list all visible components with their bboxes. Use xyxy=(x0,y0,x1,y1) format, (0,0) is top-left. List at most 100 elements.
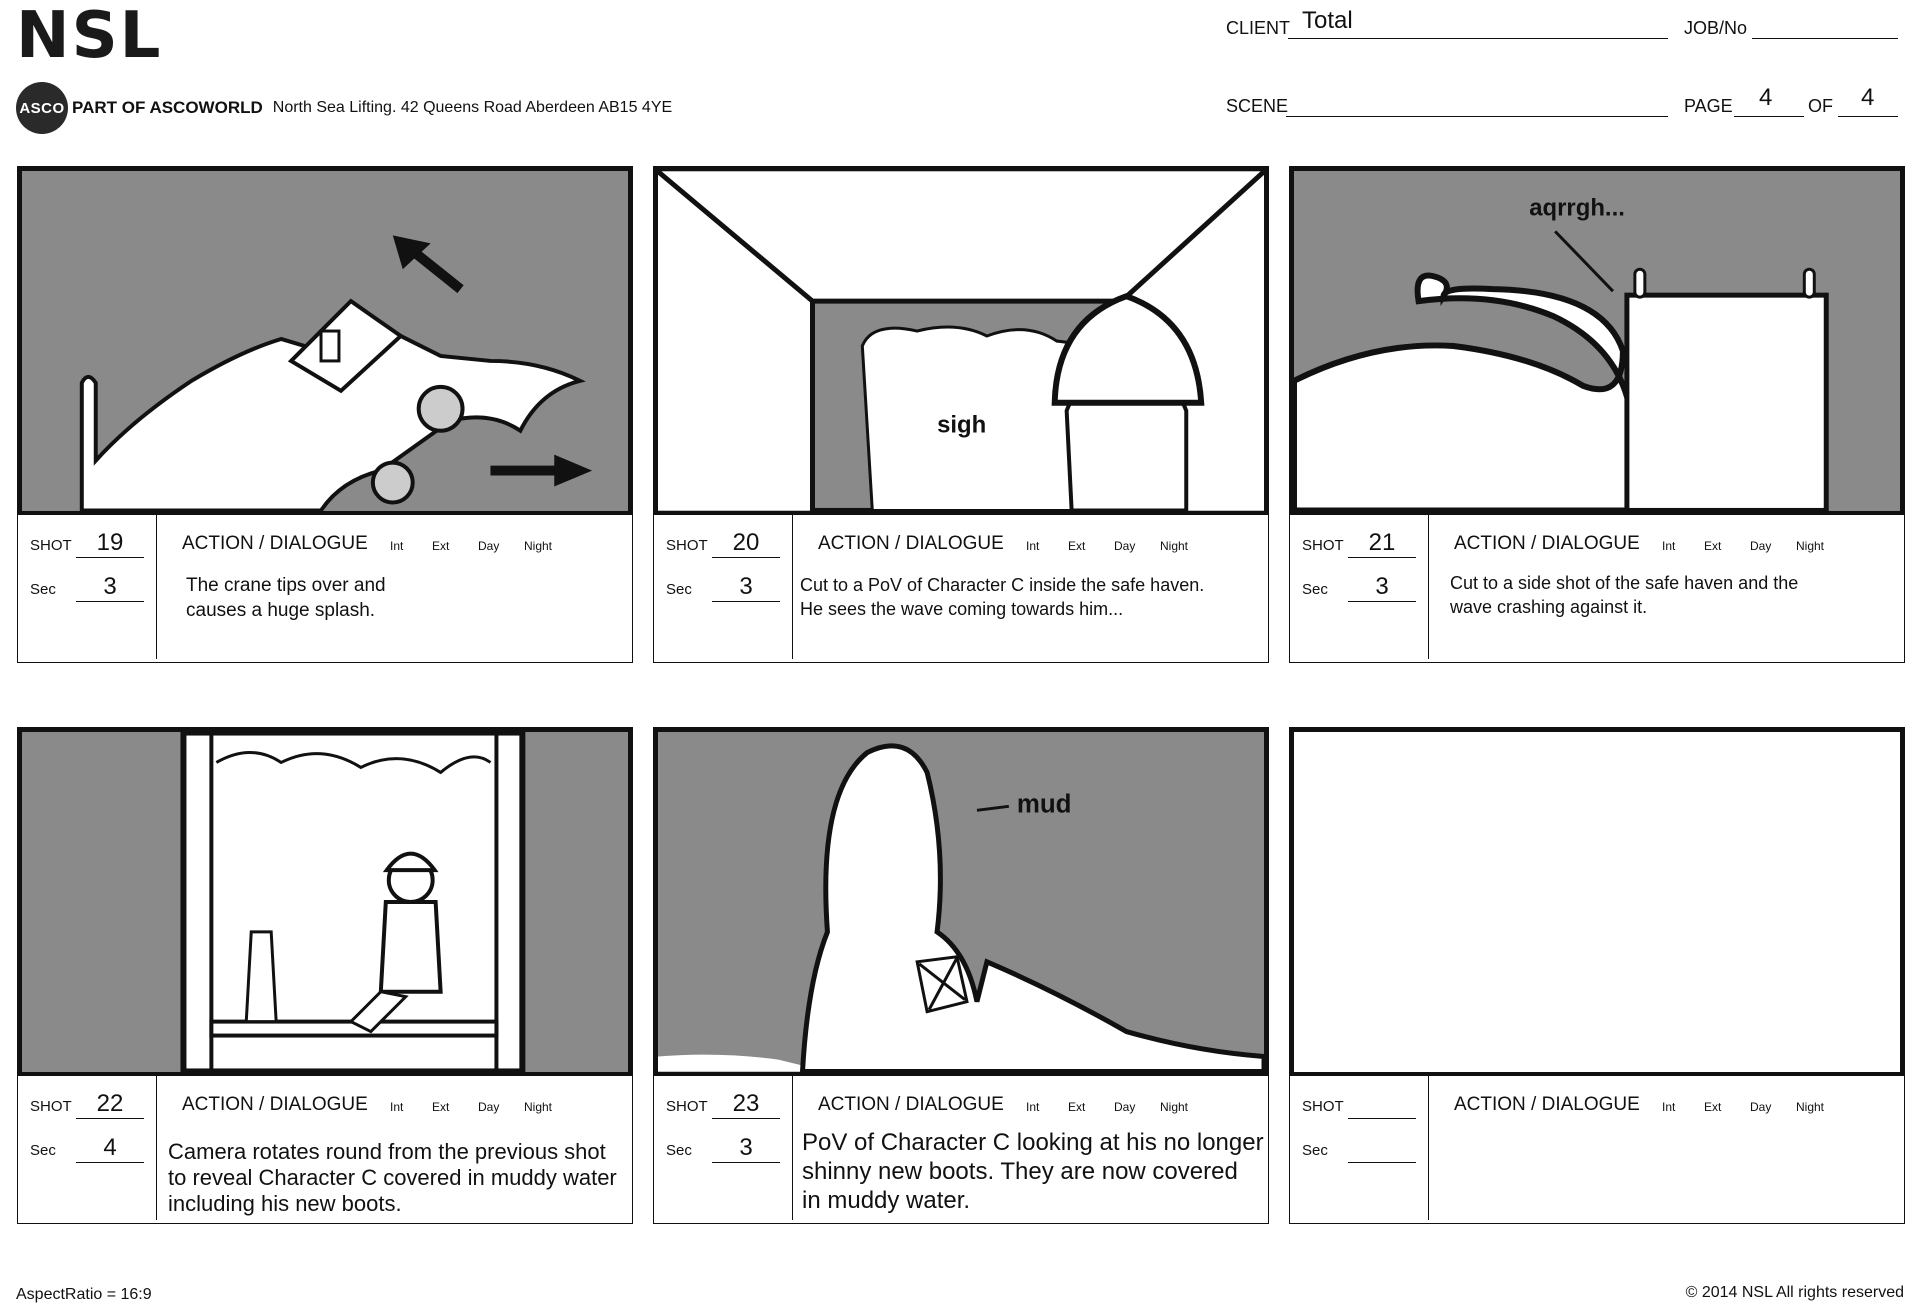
int-option[interactable]: Int xyxy=(390,1100,404,1114)
client-field[interactable]: Total xyxy=(1302,7,1353,34)
job-label: JOB/No xyxy=(1684,18,1748,38)
sec-line xyxy=(1348,601,1416,602)
ext-option[interactable]: Ext xyxy=(432,539,450,553)
wave-crash-sketch-icon: aqrrgh... xyxy=(1294,171,1900,511)
day-option[interactable]: Day xyxy=(1114,539,1136,553)
action-dialogue-label: ACTION / DIALOGUE xyxy=(818,533,1004,554)
storyboard-panel-4: SHOT 22 Sec 4 ACTION / DIALOGUE Int Ext … xyxy=(17,727,633,1224)
shot-line xyxy=(76,557,144,558)
int-option[interactable]: Int xyxy=(1662,539,1676,553)
info-divider xyxy=(1428,1076,1429,1220)
int-option[interactable]: Int xyxy=(1026,1100,1040,1114)
storyboard-panel-2: sigh SHOT 20 Sec 3 ACTION / DIALOGUE Int… xyxy=(653,166,1269,663)
of-label: OF xyxy=(1808,96,1833,116)
shot-label: SHOT xyxy=(1302,1098,1344,1115)
ext-option[interactable]: Ext xyxy=(1068,1100,1086,1114)
shot-line xyxy=(712,557,780,558)
sec-line xyxy=(76,601,144,602)
night-option[interactable]: Night xyxy=(1160,1100,1189,1114)
action-description[interactable]: Camera rotates round from the previous s… xyxy=(168,1139,617,1216)
shot-number-field[interactable]: 19 xyxy=(96,529,124,556)
sec-field[interactable]: 3 xyxy=(103,573,117,600)
shot-line xyxy=(76,1118,144,1119)
storyboard-panel-1: SHOT 19 Sec 3 ACTION / DIALOGUE Int Ext … xyxy=(17,166,633,663)
character-muddy-sketch-icon xyxy=(22,732,628,1072)
sketch-frame-5[interactable]: mud xyxy=(654,728,1268,1076)
night-option[interactable]: Night xyxy=(1160,539,1189,553)
sketch-frame-6[interactable] xyxy=(1290,728,1904,1076)
action-description[interactable]: Cut to a PoV of Character C inside the s… xyxy=(800,575,1205,619)
sec-label: Sec xyxy=(30,581,56,598)
action-dialogue-label: ACTION / DIALOGUE xyxy=(1454,533,1640,554)
page-number-field[interactable]: 4 xyxy=(1759,84,1773,111)
panel-info-2: SHOT 20 Sec 3 ACTION / DIALOGUE Int Ext … xyxy=(654,515,1268,659)
info-divider xyxy=(792,515,793,659)
brand-logo: NSL xyxy=(16,0,163,73)
info-divider xyxy=(792,1076,793,1220)
sketch-frame-3[interactable]: aqrrgh... xyxy=(1290,167,1904,515)
panel-info-3: SHOT 21 Sec 3 ACTION / DIALOGUE Int Ext … xyxy=(1290,515,1904,659)
action-dialogue-label: ACTION / DIALOGUE xyxy=(182,1094,368,1115)
night-option[interactable]: Night xyxy=(524,539,553,553)
sketch-caption: sigh xyxy=(937,412,986,439)
info-divider xyxy=(156,515,157,659)
sec-field[interactable]: 3 xyxy=(1375,573,1389,600)
sec-line xyxy=(712,1162,780,1163)
night-option[interactable]: Night xyxy=(1796,1100,1825,1114)
action-description[interactable]: The crane tips over and causes a huge sp… xyxy=(186,575,386,621)
sec-field[interactable]: 3 xyxy=(739,573,753,600)
client-label: CLIENT xyxy=(1226,18,1291,38)
scene-line xyxy=(1286,116,1668,117)
shot-number-field[interactable]: 20 xyxy=(732,529,760,556)
ext-option[interactable]: Ext xyxy=(1704,1100,1722,1114)
action-description[interactable]: Cut to a side shot of the safe haven and… xyxy=(1450,573,1799,617)
shot-number-field[interactable]: 22 xyxy=(96,1090,124,1117)
sketch-frame-2[interactable]: sigh xyxy=(654,167,1268,515)
panel-info-1: SHOT 19 Sec 3 ACTION / DIALOGUE Int Ext … xyxy=(18,515,632,659)
storyboard-panel-6: SHOT Sec ACTION / DIALOGUE Int Ext Day N… xyxy=(1289,727,1905,1224)
day-option[interactable]: Day xyxy=(478,1100,500,1114)
info-divider xyxy=(1428,515,1429,659)
shot-number-field[interactable]: 21 xyxy=(1368,529,1396,556)
int-option[interactable]: Int xyxy=(390,539,404,553)
job-line xyxy=(1752,38,1898,39)
day-option[interactable]: Day xyxy=(478,539,500,553)
shot-number-field[interactable]: 23 xyxy=(732,1090,760,1117)
day-option[interactable]: Day xyxy=(1750,1100,1772,1114)
muddy-boot-sketch-icon: mud xyxy=(658,732,1264,1072)
page-label: PAGE xyxy=(1684,96,1733,116)
night-option[interactable]: Night xyxy=(1796,539,1825,553)
ext-option[interactable]: Ext xyxy=(1068,539,1086,553)
asco-banner: ASCO PART OF ASCOWORLD North Sea Lifting… xyxy=(16,82,672,134)
copyright-note: © 2014 NSL All rights reserved xyxy=(1685,1284,1904,1301)
sec-line xyxy=(76,1162,144,1163)
sec-label: Sec xyxy=(666,581,692,598)
sketch-frame-4[interactable] xyxy=(18,728,632,1076)
sketch-frame-1[interactable] xyxy=(18,167,632,515)
safe-haven-pov-sketch-icon: sigh xyxy=(658,171,1264,511)
int-option[interactable]: Int xyxy=(1662,1100,1676,1114)
ext-option[interactable]: Ext xyxy=(432,1100,450,1114)
shot-line xyxy=(712,1118,780,1119)
action-dialogue-label: ACTION / DIALOGUE xyxy=(182,533,368,554)
scene-label: SCENE xyxy=(1226,96,1289,116)
sec-label: Sec xyxy=(1302,1142,1328,1159)
aspect-ratio-note: AspectRatio = 16:9 xyxy=(16,1286,152,1303)
page-total-field[interactable]: 4 xyxy=(1861,84,1875,111)
day-option[interactable]: Day xyxy=(1114,1100,1136,1114)
sec-line xyxy=(712,601,780,602)
night-option[interactable]: Night xyxy=(524,1100,553,1114)
shot-label: SHOT xyxy=(1302,537,1344,554)
storyboard-panel-3: aqrrgh... SHOT 21 Sec 3 ACTION / DIALOGU… xyxy=(1289,166,1905,663)
sec-field[interactable]: 3 xyxy=(739,1134,753,1161)
day-option[interactable]: Day xyxy=(1750,539,1772,553)
sec-field[interactable]: 4 xyxy=(103,1134,117,1161)
shot-line xyxy=(1348,557,1416,558)
sketch-caption: aqrrgh... xyxy=(1529,194,1625,221)
ext-option[interactable]: Ext xyxy=(1704,539,1722,553)
asco-logo-icon: ASCO xyxy=(16,82,68,134)
action-description[interactable]: PoV of Character C looking at his no lon… xyxy=(802,1129,1264,1214)
crane-splash-sketch-icon xyxy=(22,171,628,511)
storyboard-panel-5: mud SHOT 23 Sec 3 ACTION / DIALOGUE Int … xyxy=(653,727,1269,1224)
int-option[interactable]: Int xyxy=(1026,539,1040,553)
